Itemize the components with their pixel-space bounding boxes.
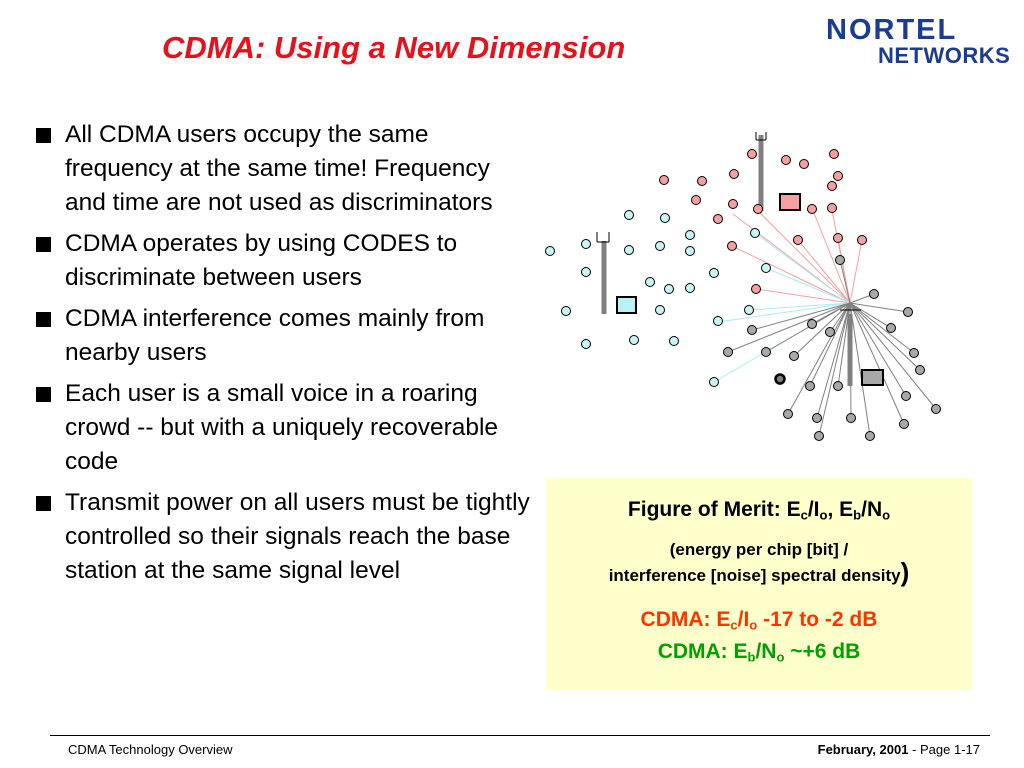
bullet-square-icon (36, 128, 51, 143)
bullet-item: CDMA interference comes mainly from near… (36, 302, 536, 370)
nortel-networks-logo: NORTEL NETWORKS (826, 14, 1014, 70)
bullet-item: All CDMA users occupy the same frequency… (36, 118, 536, 220)
base-station-gray-icon (861, 369, 884, 386)
bullet-list: All CDMA users occupy the same frequency… (36, 118, 536, 595)
gray-user-links (727, 259, 937, 437)
highlighted-user (774, 373, 786, 385)
logo-line-1: NORTEL (826, 14, 958, 46)
bullet-square-icon (36, 312, 51, 327)
bullet-item: Each user is a small voice in a roaring … (36, 377, 536, 479)
fom-eb-no-value: CDMA: Eb/No ~+6 dB (657, 640, 861, 665)
bullet-text: CDMA operates by using CODES to discrimi… (65, 230, 458, 291)
footer-right: February, 2001 - Page 1-17 (817, 742, 980, 757)
bullet-text: Each user is a small voice in a roaring … (65, 380, 499, 475)
footer-rule (50, 735, 990, 736)
figure-of-merit-box: Figure of Merit: Ec/Io, Eb/No (energy pe… (546, 478, 972, 690)
bullet-square-icon (36, 387, 51, 402)
base-station-red (755, 132, 801, 211)
red-users (659, 149, 867, 294)
bullet-item: Transmit power on all users must be tigh… (36, 486, 536, 588)
base-station-cyan (596, 232, 637, 314)
base-station-cyan-icon (616, 296, 637, 314)
cdma-cell-diagram (545, 132, 941, 441)
base-station-red-icon (779, 193, 801, 211)
cyan-users (545, 210, 771, 387)
slide-title: CDMA: Using a New Dimension (162, 30, 626, 65)
bullet-text: Transmit power on all users must be tigh… (65, 489, 530, 584)
logo-line-2: NETWORKS (878, 43, 1011, 68)
fom-ec-io-range: CDMA: Ec/Io -17 to -2 dB (640, 608, 878, 633)
base-station-gray (840, 309, 884, 386)
bullet-text: All CDMA users occupy the same frequency… (65, 121, 493, 216)
footer-left: CDMA Technology Overview (68, 742, 233, 757)
footer-page: Page 1-17 (920, 742, 980, 757)
bullet-item: CDMA operates by using CODES to discrimi… (36, 227, 536, 295)
fom-definition-line-2: interference [noise] spectral density) (608, 557, 910, 587)
fom-heading: Figure of Merit: Ec/Io, Eb/No (627, 498, 891, 523)
bullet-square-icon (36, 496, 51, 511)
fom-definition-line-1: (energy per chip [bit] / (669, 540, 849, 559)
bullet-text: CDMA interference comes mainly from near… (65, 305, 485, 366)
footer-date: February, 2001 (817, 742, 909, 757)
gray-users (723, 255, 941, 441)
bullet-square-icon (36, 237, 51, 252)
cyan-user-links (713, 232, 851, 383)
